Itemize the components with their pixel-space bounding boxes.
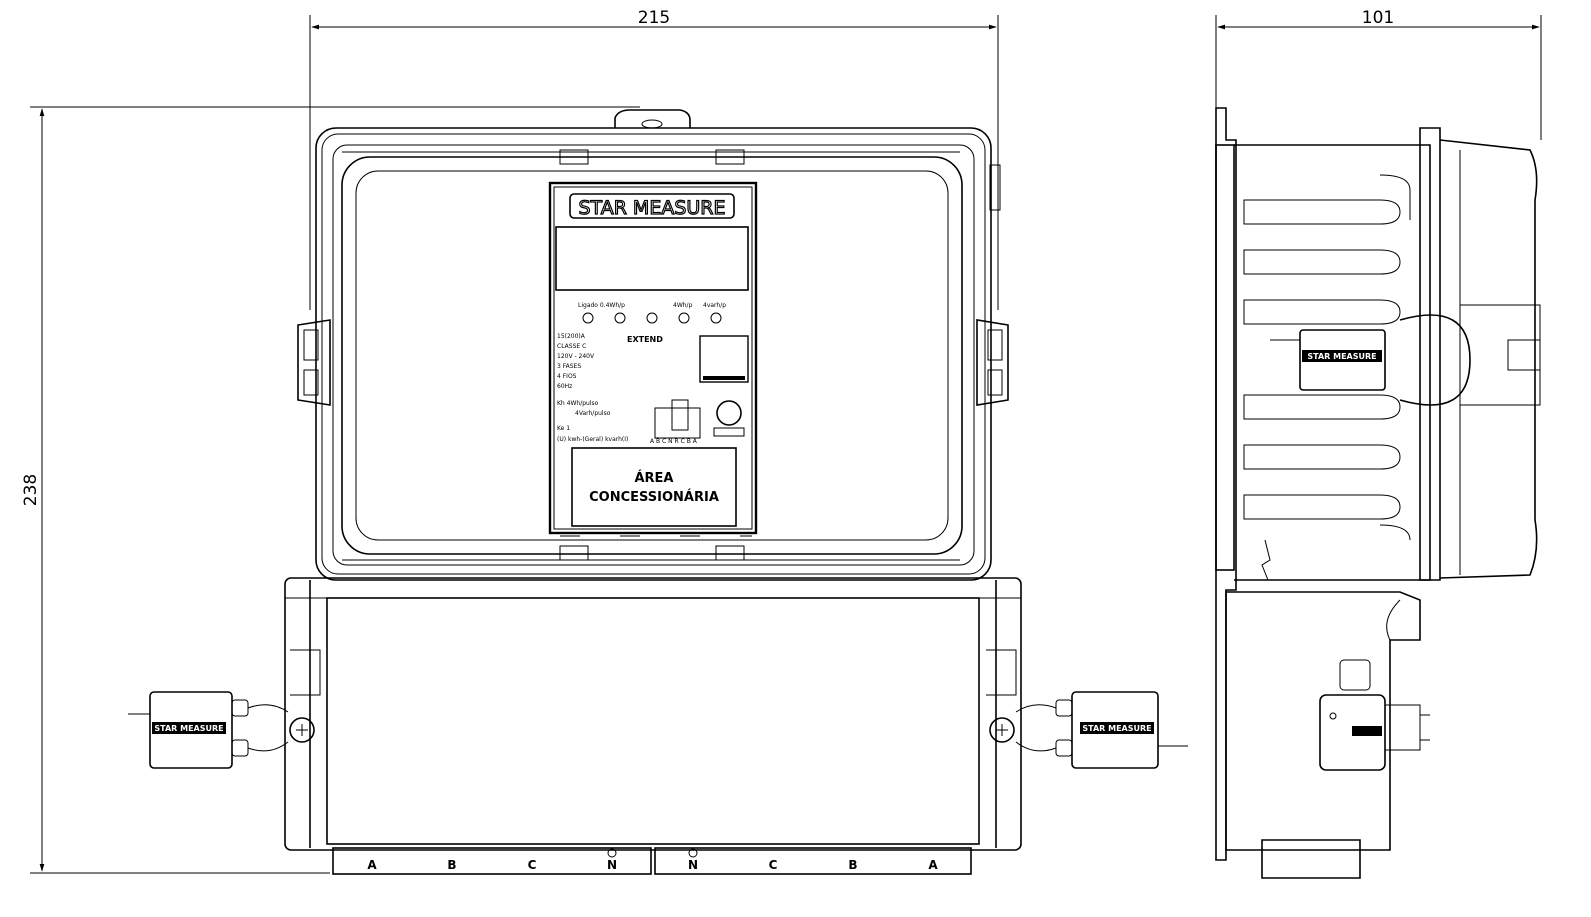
spec-list: 15(200)A CLASSE C 120V - 240V 3 FASES 4 …: [557, 333, 628, 443]
indicator-label-2: 4Wh/p: [673, 302, 693, 309]
led-icon: [710, 312, 722, 324]
dimension-height: 238: [21, 106, 640, 874]
reset-button-icon: [716, 400, 742, 426]
spec-item: 120V - 240V: [557, 353, 595, 360]
area-subtitle: CONCESSIONÁRIA: [589, 489, 719, 505]
right-seal-label: STAR MEASURE: [1082, 724, 1151, 733]
lcd-display: [555, 226, 749, 291]
side-view: STAR MEASURE: [1215, 107, 1541, 879]
right-seal: STAR MEASURE: [989, 691, 1188, 769]
led-icon: [646, 312, 658, 324]
terminal-label: C: [769, 858, 778, 872]
spec-item: 4Varh/pulso: [575, 410, 611, 417]
depth-side-label: 101: [1362, 8, 1394, 28]
spec-item: 60Hz: [557, 383, 572, 390]
left-seal: STAR MEASURE: [128, 691, 315, 769]
spec-item: 4 FIOS: [557, 373, 577, 380]
model-label: EXTEND: [627, 335, 663, 344]
meter-panel: [548, 181, 758, 535]
dimension-width-front: 215: [309, 8, 999, 310]
height-label: 238: [21, 474, 41, 506]
concessionaire-area: [571, 447, 737, 527]
terminal-label: N: [607, 858, 617, 872]
optical-port: [699, 335, 749, 383]
dimension-depth-side: 101: [1215, 8, 1542, 140]
led-icon: [582, 312, 594, 324]
led-icon: [614, 312, 626, 324]
terminal-label: C: [528, 858, 537, 872]
screw-icon: [989, 717, 1015, 743]
terminal-label: A: [928, 858, 938, 872]
area-title: ÁREA: [634, 470, 673, 486]
cooling-fins: [1243, 174, 1411, 541]
screw-icon: [289, 717, 315, 743]
spec-item: Ke 1: [557, 425, 570, 432]
width-front-label: 215: [638, 8, 670, 28]
indicator-label-1: Ligado 0.4Wh/p: [578, 302, 625, 309]
port-labels: A B C N R C B A: [650, 438, 698, 445]
led-icon: [678, 312, 690, 324]
terminal-label: A: [367, 858, 377, 872]
spec-item: Kh 4Wh/pulso: [557, 400, 599, 407]
terminal-label: N: [688, 858, 698, 872]
terminal-label: B: [447, 858, 456, 872]
spec-item: 15(200)A: [557, 333, 586, 340]
spec-item: (U) kwh-(Geral) kvarh(I): [557, 436, 628, 443]
brand-label: STAR MEASURE: [579, 197, 726, 219]
terminal-labels: A B C N N C B A: [367, 858, 938, 872]
side-seal-label: STAR MEASURE: [1307, 352, 1376, 361]
indicator-label-3: 4varh/p: [703, 302, 726, 309]
spec-item: 3 FASES: [557, 363, 581, 370]
left-seal-label: STAR MEASURE: [154, 724, 223, 733]
spec-item: CLASSE C: [557, 343, 586, 350]
terminal-label: B: [848, 858, 857, 872]
front-view: STAR MEASURE Ligado 0.4Wh/p 4Wh/p 4varh/…: [128, 109, 1188, 875]
